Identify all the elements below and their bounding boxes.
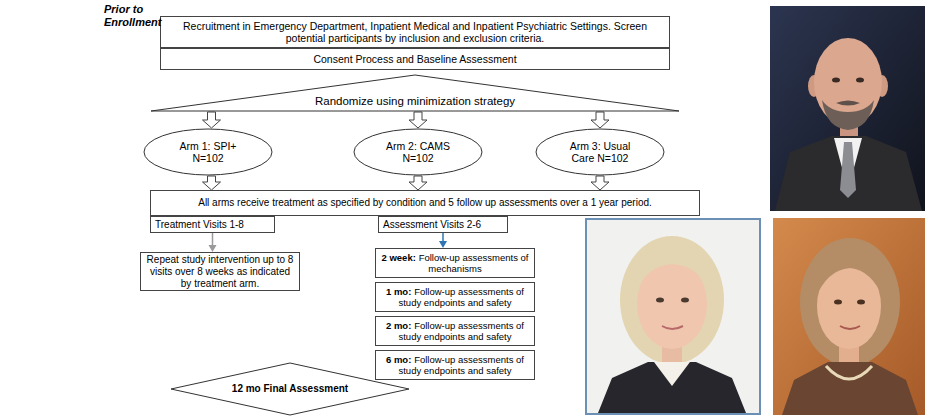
text-wrap: All arms receive treatment as specified … [198,197,652,209]
assessment-box: 1 mo:Follow-up assessments of study endp… [375,282,535,312]
time-heading: 2 mo: [386,320,411,331]
assessment-box: 6 mo:Follow-up assessments of study endp… [375,350,535,380]
process-box: Consent Process and Baseline Assessment [160,48,670,70]
process-box: Repeat study intervention up to 8 visits… [140,252,300,291]
visit-tab: Treatment Visits 1-8 [150,216,275,233]
text-wrap: 1 mo:Follow-up assessments of study endp… [380,286,530,308]
text-wrap: 12 mo Final Assessment [232,383,348,395]
portrait-woman-left [586,219,760,414]
node-text: Arm 1: SPI+ N=102 [180,140,237,164]
node-text: Follow-up assessments of mechanisms [419,252,529,274]
arm-ellipse: Arm 3: Usual Care N=102 [535,128,665,176]
block-arrow [591,176,609,190]
node-text: Randomize using minimization strategy [315,95,515,107]
block-arrow [203,176,221,190]
arm-ellipse: Arm 1: SPI+ N=102 [143,128,273,176]
process-box: Recruitment in Emergency Department, Inp… [160,16,670,48]
text-wrap: Arm 2: CAMS N=102 [378,140,458,165]
flow-arrow [209,233,217,252]
text-wrap: Treatment Visits 1-8 [155,219,244,231]
portrait-woman-right [773,218,925,415]
text-wrap: Arm 3: Usual Care N=102 [560,140,640,165]
block-arrow [591,112,609,128]
randomize-triangle: Randomize using minimization strategy [150,74,680,112]
block-arrow [203,112,221,128]
text-wrap: Consent Process and Baseline Assessment [313,53,516,65]
node-text: Arm 3: Usual Care N=102 [570,140,631,164]
node-text: Assessment Visits 2-6 [383,219,481,230]
node-text: Arm 2: CAMS N=102 [386,140,450,164]
final-diamond: 12 mo Final Assessment [170,362,410,416]
phase-label: Prior to Enrollment [104,3,168,29]
process-box: All arms receive treatment as specified … [150,190,700,216]
node-text: All arms receive treatment as specified … [198,197,652,208]
arm-ellipse: Arm 2: CAMS N=102 [353,128,483,176]
text-wrap: Recruitment in Emergency Department, Inp… [165,20,665,45]
time-heading: 1 mo: [386,286,411,297]
node-text: Follow-up assessments of study endpoints… [398,286,524,308]
assessment-box: 2 mo:Follow-up assessments of study endp… [375,316,535,346]
node-text: Treatment Visits 1-8 [155,219,244,230]
node-text: Repeat study intervention up to 8 visits… [147,254,294,289]
node-text: Consent Process and Baseline Assessment [313,53,516,65]
text-wrap: 6 mo:Follow-up assessments of study endp… [380,354,530,376]
node-text: 12 mo Final Assessment [232,383,348,394]
text-wrap: Arm 1: SPI+ N=102 [168,140,248,165]
portrait-man [770,6,925,211]
visit-tab: Assessment Visits 2-6 [378,216,508,233]
text-wrap: Repeat study intervention up to 8 visits… [145,254,295,289]
text-wrap: Randomize using minimization strategy [315,95,515,109]
node-text: Follow-up assessments of study endpoints… [398,320,524,342]
assessment-box: 2 week:Follow-up assessments of mechanis… [375,248,535,278]
block-arrow [409,176,427,190]
time-heading: 2 week: [382,252,416,263]
text-wrap: Assessment Visits 2-6 [383,219,481,231]
node-text: Follow-up assessments of study endpoints… [398,354,524,376]
node-text: Recruitment in Emergency Department, Inp… [183,20,647,44]
text-wrap: 2 mo:Follow-up assessments of study endp… [380,320,530,342]
flow-arrow [439,233,447,248]
time-heading: 6 mo: [386,354,411,365]
block-arrow [409,112,427,128]
text-wrap: 2 week:Follow-up assessments of mechanis… [380,252,530,274]
